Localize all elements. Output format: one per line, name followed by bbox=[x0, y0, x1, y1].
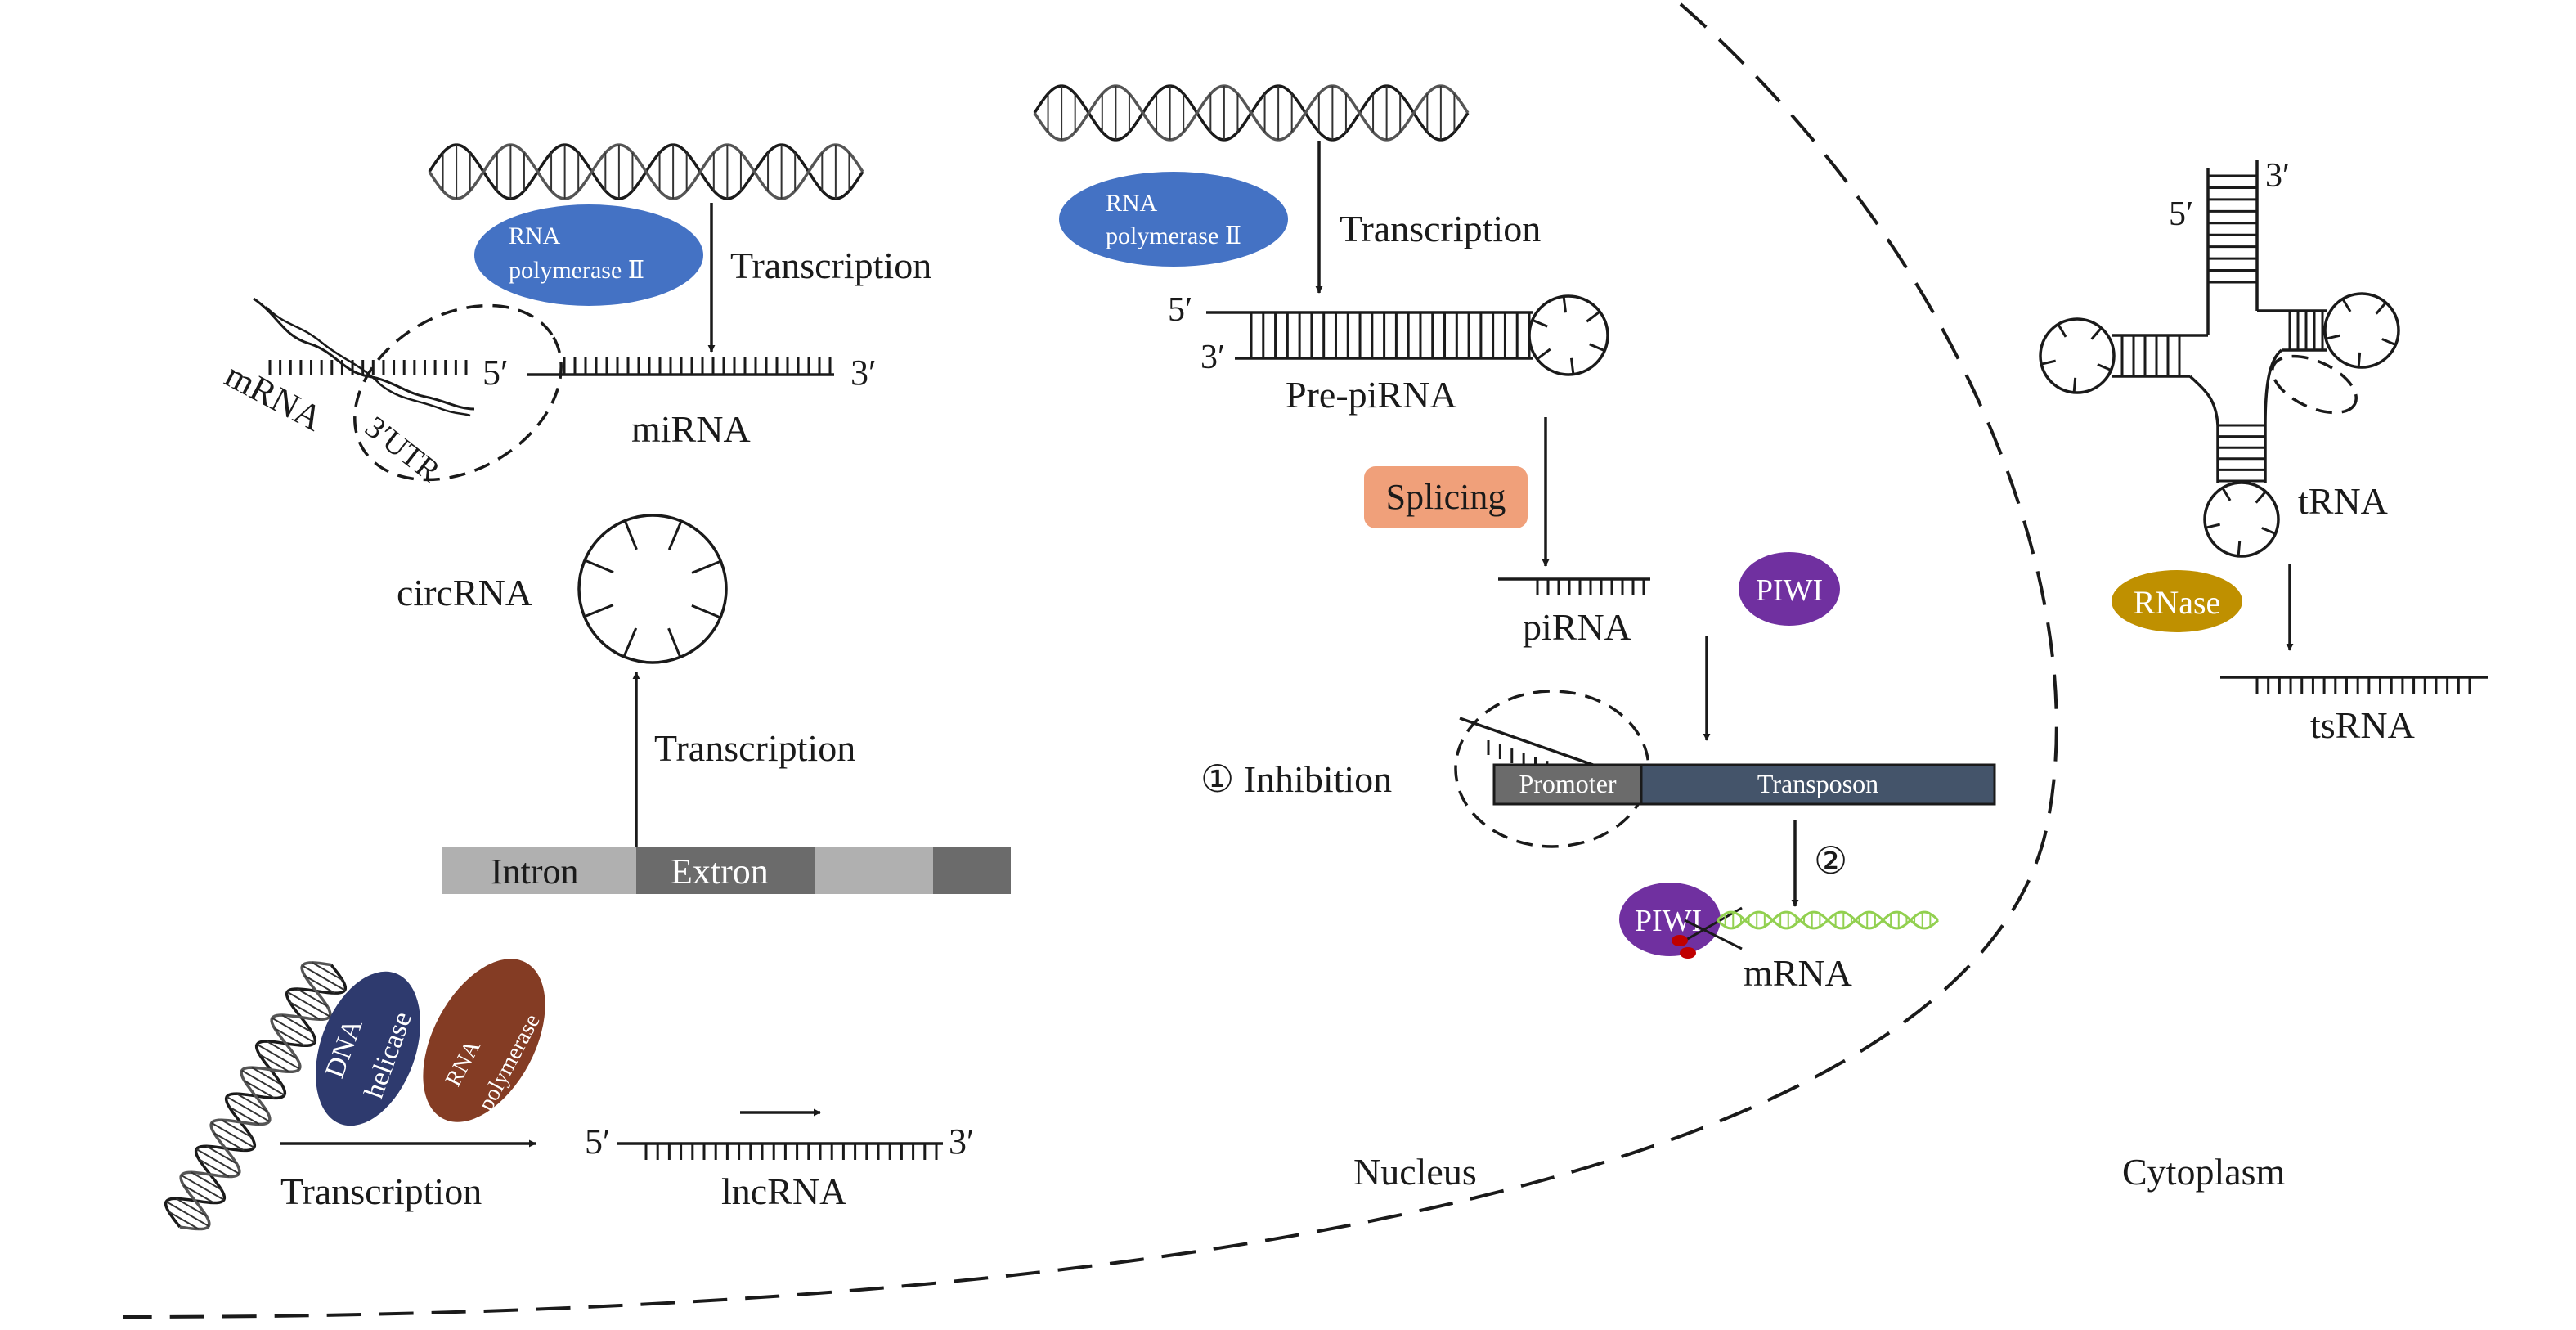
extron-block bbox=[636, 847, 815, 894]
step-two-label: ② bbox=[1814, 840, 1847, 882]
trna-label: tRNA bbox=[2298, 480, 2388, 522]
dna-helix-lncrna bbox=[164, 961, 348, 1231]
transcription-label-mirna: Transcription bbox=[730, 245, 931, 286]
tsrna-ticks bbox=[2255, 677, 2471, 694]
transcription-label-circrna: Transcription bbox=[654, 727, 855, 769]
rna-polymerase-enzyme-lncrna bbox=[423, 959, 545, 1122]
piwi-complex-label: PIWI bbox=[1635, 904, 1702, 938]
dna-helicase-enzyme bbox=[316, 971, 420, 1126]
inhibition-label: ① Inhibition bbox=[1200, 758, 1392, 800]
mirna-five-prime: 5′ bbox=[482, 353, 509, 393]
piwi-complex bbox=[1619, 883, 1721, 956]
t-loop bbox=[2323, 292, 2400, 369]
mrna-label-mirna: mRNA bbox=[218, 355, 329, 439]
piwi-protein bbox=[1739, 552, 1840, 626]
trna-three-prime: 3′ bbox=[2265, 157, 2290, 195]
lncrna-five-prime: 5′ bbox=[585, 1121, 611, 1162]
lncrna-ticks bbox=[644, 1144, 938, 1160]
intron-block bbox=[442, 847, 636, 894]
transposon-label: Transposon bbox=[1757, 769, 1878, 798]
lncrna-label: lncRNA bbox=[721, 1170, 846, 1212]
dna-helix-mirna bbox=[428, 143, 864, 200]
pre-pirna-three-prime: 3′ bbox=[1200, 339, 1225, 376]
lncrna-pathway: DNA helicase RNA polymerase Transcriptio… bbox=[164, 959, 975, 1231]
extron-block-2 bbox=[933, 847, 1011, 894]
transcription-label-pirna: Transcription bbox=[1340, 208, 1541, 249]
rna-polymerase-ii-pirna-label-2: polymerase Ⅱ bbox=[1106, 222, 1241, 249]
promoter-box bbox=[1492, 763, 1643, 806]
tsrna-pathway: 5′ 3′ tRNA RNase tsRNA bbox=[2039, 157, 2488, 746]
mirna-label: miRNA bbox=[631, 408, 751, 450]
cytoplasm-label: Cytoplasm bbox=[2122, 1151, 2286, 1193]
trna-five-prime: 5′ bbox=[2169, 195, 2193, 233]
anticodon-arm-rungs bbox=[2218, 424, 2265, 483]
intron-block-2 bbox=[815, 847, 933, 894]
promoter-label: Promoter bbox=[1519, 769, 1616, 798]
pirna-label: piRNA bbox=[1523, 606, 1631, 648]
splicing-label: Splicing bbox=[1386, 477, 1506, 517]
mrna-helix-ticks bbox=[268, 360, 468, 375]
target-mrna-wave-mirna bbox=[253, 297, 475, 411]
rna-polymerase-ii-label-1: RNA bbox=[509, 222, 561, 249]
circrna-ring bbox=[577, 514, 728, 664]
transcription-label-lncrna: Transcription bbox=[280, 1170, 482, 1212]
lncrna-three-prime: 3′ bbox=[949, 1121, 975, 1162]
rna-polymerase-ii-pirna-label-1: RNA bbox=[1106, 190, 1158, 217]
rna-polymerase-ii-enzyme-mirna bbox=[474, 204, 703, 306]
anticodon-loop bbox=[2203, 481, 2280, 558]
d-arm-rungs bbox=[2120, 335, 2181, 376]
circrna-pathway: circRNA Transcription Intron Extron bbox=[397, 514, 1011, 894]
circrna-label: circRNA bbox=[397, 572, 532, 613]
pre-pirna-label: Pre-piRNA bbox=[1286, 374, 1457, 416]
pirna-bound-strand bbox=[1459, 717, 1594, 766]
rna-polymerase-ii-label-2: polymerase Ⅱ bbox=[509, 257, 644, 284]
pre-pirna-five-prime: 5′ bbox=[1168, 291, 1192, 329]
mirna-three-prime: 3′ bbox=[850, 353, 877, 393]
nucleus-label: Nucleus bbox=[1353, 1151, 1477, 1193]
rna-polymerase-ii-enzyme-pirna bbox=[1059, 172, 1288, 267]
target-mrna-wave-mirna-2 bbox=[265, 306, 471, 417]
cleavage-site-dashed-circle bbox=[2271, 354, 2358, 415]
d-loop bbox=[2039, 317, 2116, 394]
extron-label: Extron bbox=[671, 851, 769, 892]
mirna-pathway: RNA polymerase Ⅱ Transcription 5′ 3′ miR… bbox=[218, 143, 931, 489]
rnase-enzyme bbox=[2112, 570, 2242, 632]
t-arm-rungs bbox=[2288, 311, 2324, 350]
pre-pirna-loop bbox=[1528, 294, 1609, 376]
pirna-pathway: RNA polymerase Ⅱ Transcription 5′ 3′ Pre… bbox=[1033, 84, 1996, 994]
rnase-label: RNase bbox=[2134, 584, 2221, 621]
binding-site-dashed-circle-mirna bbox=[353, 303, 563, 482]
splicing-box bbox=[1364, 466, 1528, 528]
pirna-ticks bbox=[1536, 579, 1645, 595]
dna-helix-pirna bbox=[1033, 84, 1470, 142]
tsrna-label: tsRNA bbox=[2310, 704, 2415, 746]
cleaved-mrna-label: mRNA bbox=[1744, 952, 1852, 994]
acceptor-stem-rungs bbox=[2208, 174, 2257, 284]
piwi-label: PIWI bbox=[1756, 573, 1823, 608]
cleaved-mrna-wave bbox=[1716, 910, 1940, 930]
intron-label: Intron bbox=[491, 851, 579, 892]
pre-pirna-rungs bbox=[1250, 312, 1531, 358]
transposon-box bbox=[1640, 763, 1996, 806]
mirna-ticks bbox=[563, 357, 832, 375]
